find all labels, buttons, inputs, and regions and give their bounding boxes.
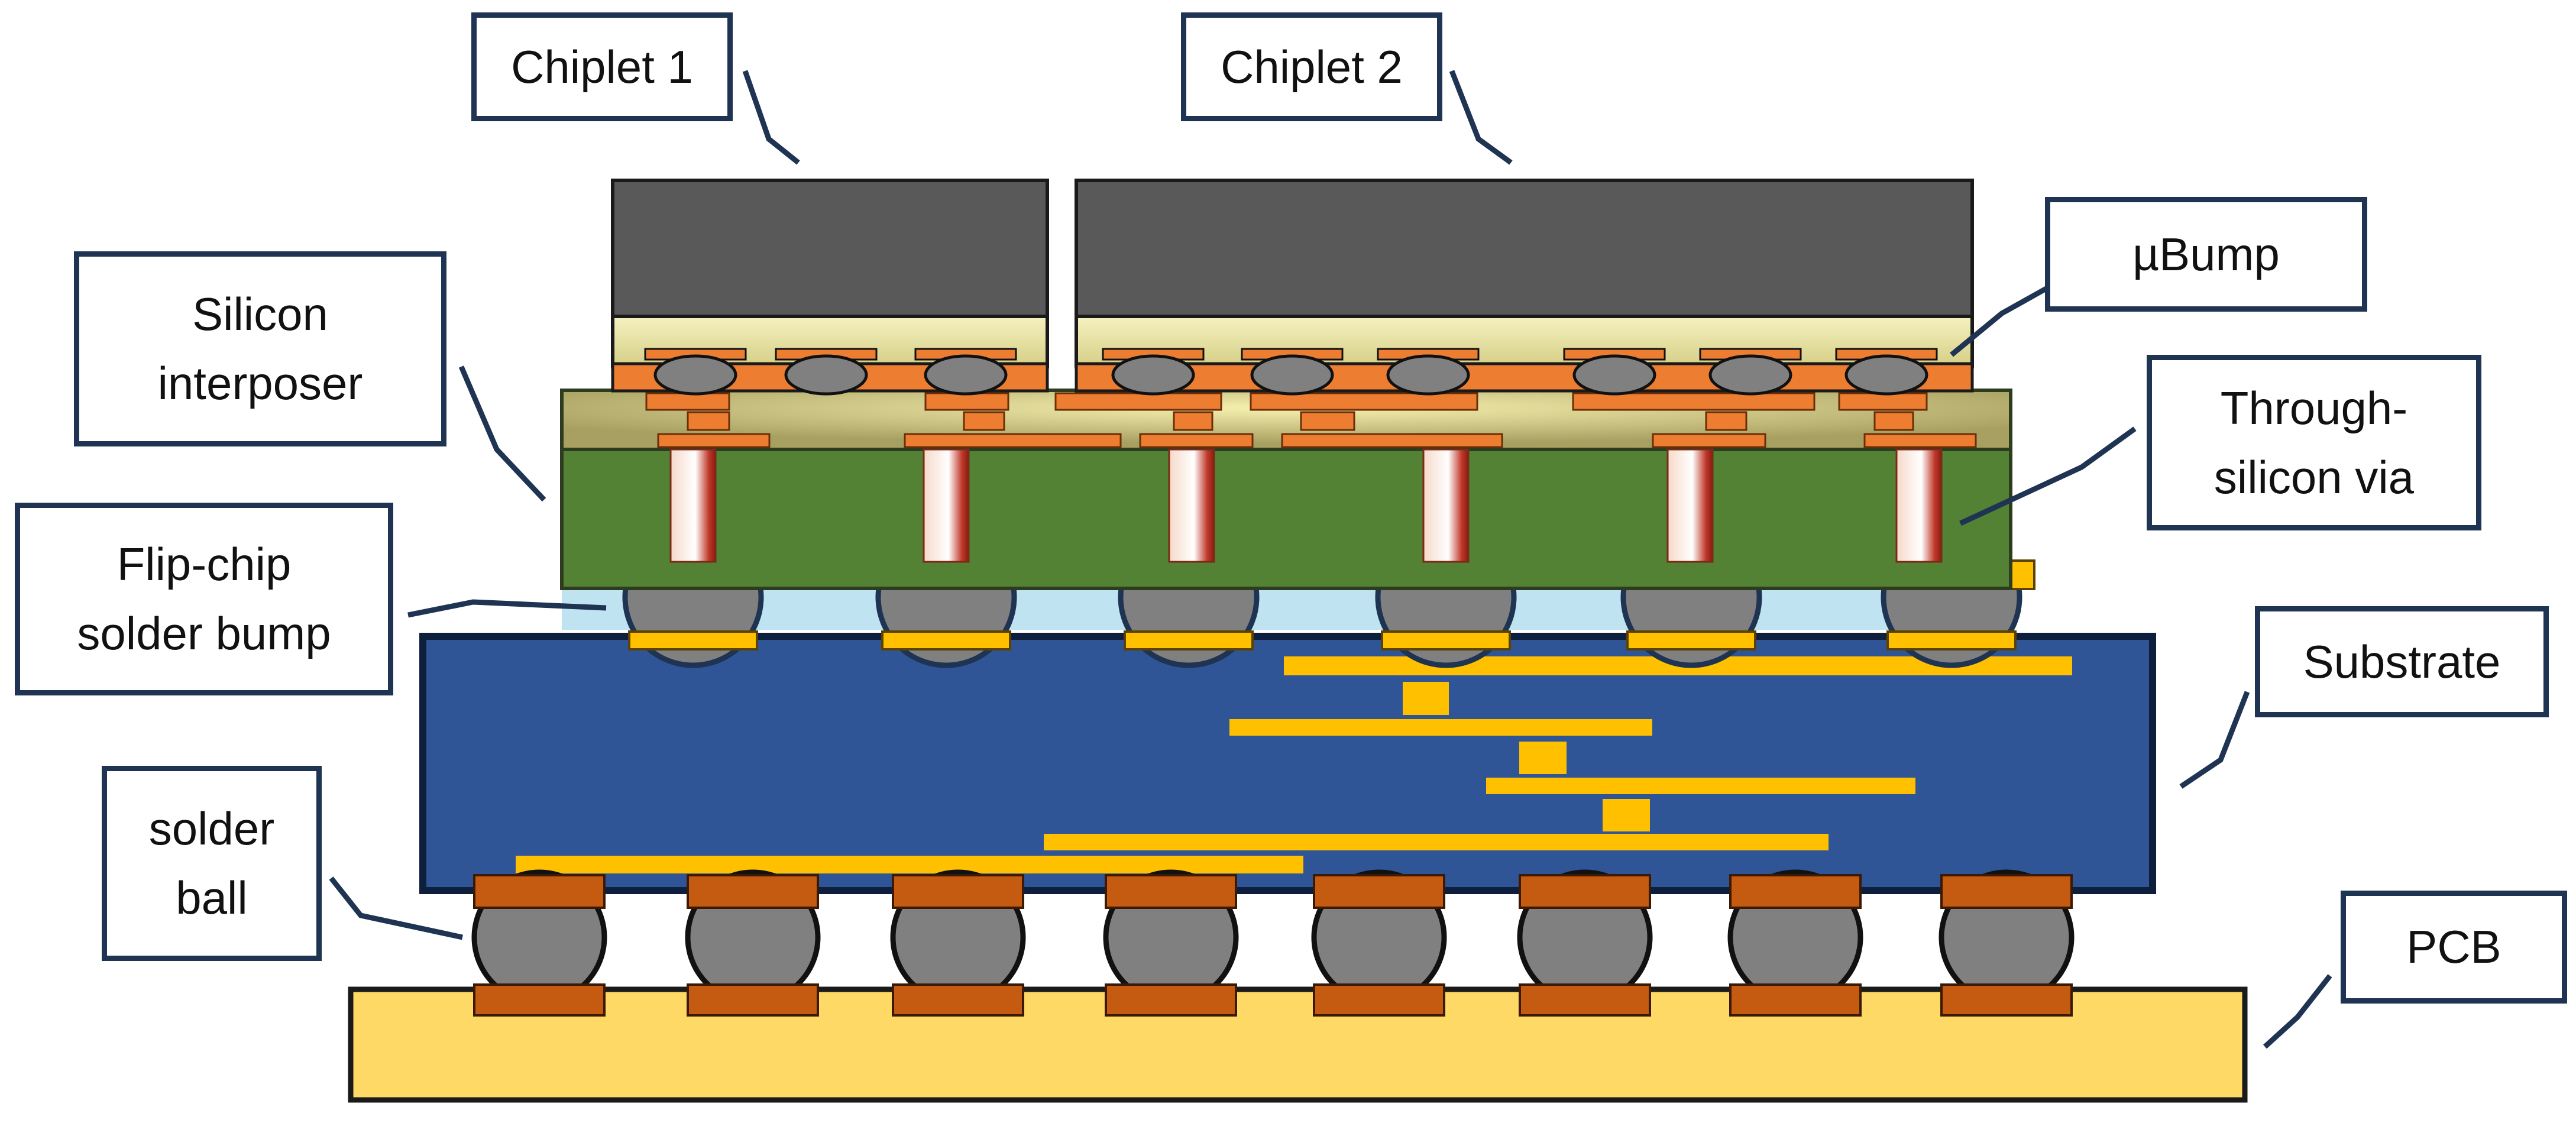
flip-chip-callout (407, 599, 607, 618)
tsv (923, 448, 970, 563)
solder-ball-bottom-pad (1105, 983, 1237, 1017)
ubump (1386, 354, 1470, 396)
tsv-row (669, 448, 1943, 563)
tsv (1895, 448, 1943, 563)
ubump-callout (1950, 286, 2048, 357)
ubump (1250, 354, 1334, 396)
label-solder-ball: solder ball (102, 766, 322, 961)
label-chiplet-2: Chiplet 2 (1181, 12, 1442, 121)
substrate-callout (2179, 691, 2250, 789)
solder-ball-top-pad (1940, 874, 2073, 909)
solder-ball-bottom-pad (892, 983, 1024, 1017)
label-substrate: Substrate (2255, 606, 2549, 717)
solder-ball-top-pad (687, 874, 819, 909)
solder-ball-top-pad (1519, 874, 1651, 909)
tsv (669, 448, 717, 563)
flip-chip-bottom-pad (1626, 630, 1756, 651)
flip-chip-bottom-pad (1124, 630, 1254, 651)
solder-ball-bottom-pad (1519, 983, 1651, 1017)
tsv-callout (1959, 426, 2137, 526)
solder-ball-bottom-pad (1729, 983, 1862, 1017)
solder-ball-top-pad (892, 874, 1024, 909)
flip-chip-bottom-pad (628, 630, 758, 651)
chiplet-2-callout (1449, 70, 1513, 165)
tsv (1666, 448, 1714, 563)
flip-chip-bump-row (609, 526, 2035, 668)
ubump (1572, 354, 1656, 396)
ubump (784, 354, 868, 396)
flip-chip-bottom-pad (1886, 630, 2017, 651)
tsv (1422, 448, 1470, 563)
pcb-callout (2263, 974, 2332, 1049)
chiplet-1-callout (742, 70, 800, 165)
ubump (1111, 354, 1195, 396)
underfill (562, 582, 2011, 630)
chiplet-1-die (611, 179, 1049, 318)
solder-ball-bottom-pad (1940, 983, 2073, 1017)
label-flip-chip-solder-bump: Flip-chip solder bump (15, 503, 393, 695)
solder-ball-bottom-pad (473, 983, 606, 1017)
solder-ball-row (471, 869, 2075, 1017)
chiplet-2-die (1075, 179, 1974, 318)
ubump (1708, 354, 1792, 396)
ubump (924, 354, 1008, 396)
solder-ball-top-pad (1313, 874, 1445, 909)
label-chiplet-1: Chiplet 1 (471, 12, 733, 121)
flip-chip-bottom-pad (881, 630, 1011, 651)
flip-chip-bottom-pad (1381, 630, 1511, 651)
solder-ball-top-pad (1729, 874, 1862, 909)
solder-ball-bottom-pad (687, 983, 819, 1017)
interposer-rdl (645, 392, 1977, 448)
label-through-silicon-via: Through- silicon via (2147, 355, 2481, 530)
tsv (1168, 448, 1215, 563)
solder-ball-top-pad (473, 874, 606, 909)
label-silicon-interposer: Silicon interposer (74, 251, 446, 446)
solder-ball-top-pad (1105, 874, 1237, 909)
solder-ball-bottom-pad (1313, 983, 1445, 1017)
interposer-callout (458, 365, 546, 502)
label-pcb: PCB (2341, 891, 2567, 1004)
pcb (348, 986, 2248, 1103)
ubump (653, 354, 737, 396)
label-ubump: µBump (2045, 197, 2367, 312)
ubump-row (644, 348, 1938, 396)
callout-lines (329, 70, 2332, 1049)
silicon-interposer (560, 445, 2012, 590)
solder-ball-callout (329, 876, 463, 940)
chiplet-2-rdl (1075, 362, 1974, 393)
ubump (1844, 354, 1928, 396)
